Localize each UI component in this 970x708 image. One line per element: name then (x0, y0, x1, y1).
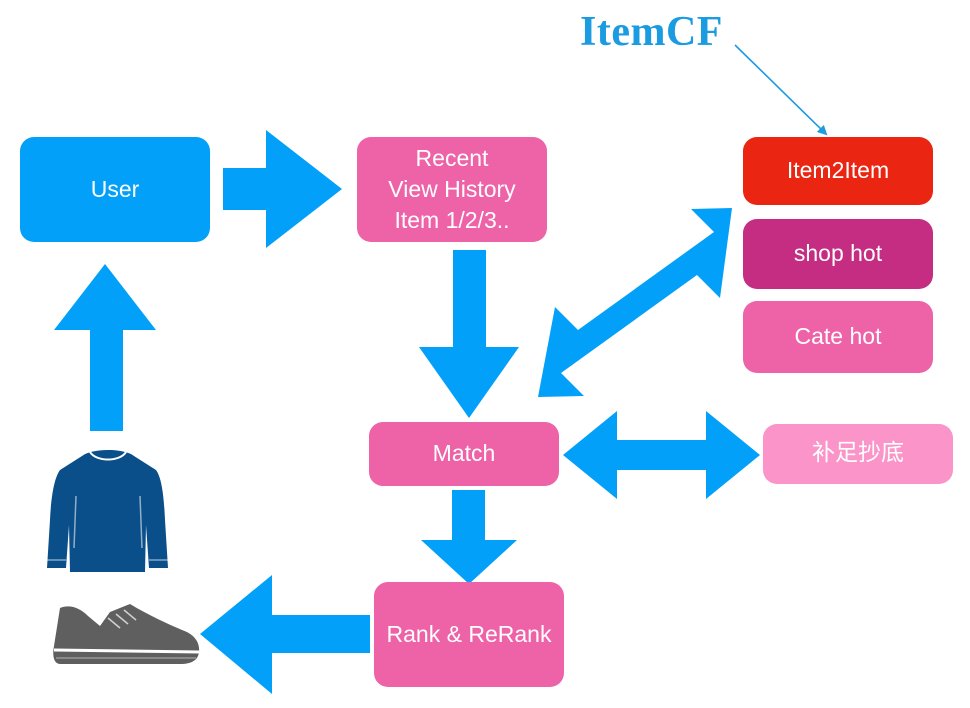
arrow-rank-to-output (200, 575, 370, 694)
arrow-to-user (54, 264, 156, 431)
cate-hot-node: Cate hot (743, 301, 933, 373)
match-node: Match (369, 422, 559, 486)
fallback-node: 补足抄底 (763, 424, 953, 484)
rank-rerank-node: Rank & ReRank (374, 582, 564, 687)
arrow-match-to-rank (421, 490, 517, 584)
sweater-icon (47, 450, 168, 572)
arrow-recent-to-match (419, 250, 519, 418)
item2item-node: Item2Item (743, 137, 933, 205)
sneaker-icon (53, 604, 200, 664)
arrow-match-fallback (563, 411, 760, 499)
arrow-user-to-recent (223, 130, 342, 248)
shop-hot-node: shop hot (743, 219, 933, 289)
recent-view-history-node: Recent View History Item 1/2/3.. (357, 137, 547, 242)
arrow-match-item2item (538, 208, 732, 397)
itemcf-title: ItemCF (580, 9, 723, 55)
itemcf-pointer (734, 44, 828, 136)
user-node: User (20, 137, 210, 242)
